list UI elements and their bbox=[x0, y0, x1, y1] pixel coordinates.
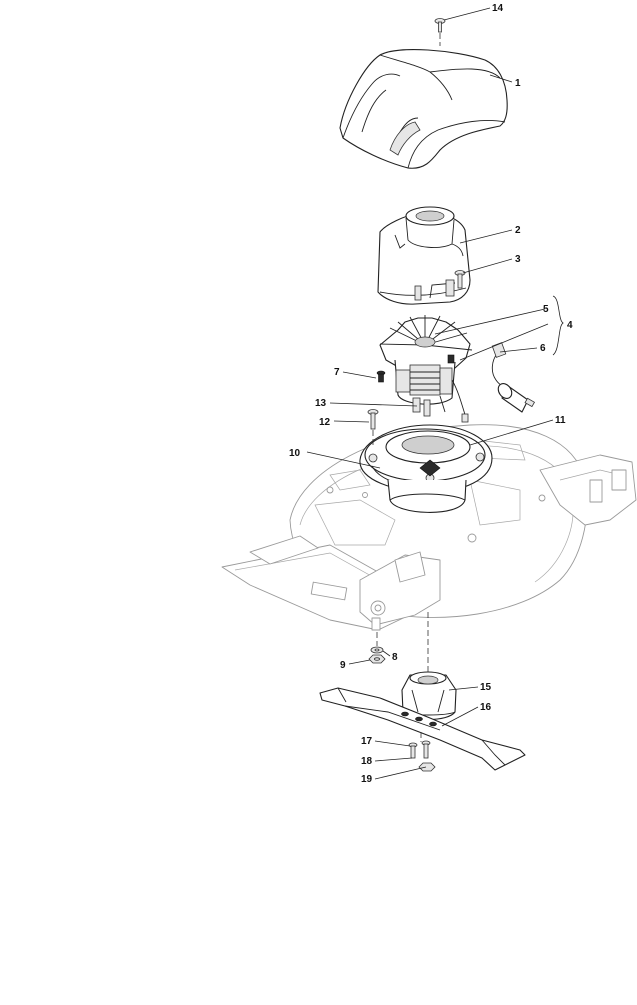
callout-3: 3 bbox=[515, 254, 521, 265]
callout-13: 13 bbox=[315, 398, 327, 409]
callout-16: 16 bbox=[480, 702, 492, 713]
callout-14: 14 bbox=[492, 3, 504, 14]
top-cover bbox=[339, 49, 508, 169]
callout-1: 1 bbox=[515, 78, 521, 89]
washer-nut bbox=[368, 646, 386, 664]
blade bbox=[319, 687, 526, 771]
callout-8: 8 bbox=[392, 652, 398, 663]
callout-5: 5 bbox=[543, 304, 549, 315]
callout-4: 4 bbox=[567, 320, 573, 331]
callout-12: 12 bbox=[319, 417, 331, 428]
callout-labels: 14 1 2 3 5 4 6 7 13 12 11 10 8 9 15 16 1… bbox=[289, 3, 573, 785]
bolt-7 bbox=[376, 370, 386, 383]
callout-15: 15 bbox=[480, 682, 492, 693]
bolt-12 bbox=[367, 409, 379, 430]
motor-housing bbox=[377, 206, 471, 305]
callout-11: 11 bbox=[555, 415, 566, 426]
cover-screw bbox=[434, 18, 446, 33]
callout-9: 9 bbox=[340, 660, 346, 671]
callout-2: 2 bbox=[515, 225, 521, 236]
callout-19: 19 bbox=[361, 774, 373, 785]
callout-10: 10 bbox=[289, 448, 301, 459]
assembly-axis bbox=[372, 33, 441, 742]
callout-18: 18 bbox=[361, 756, 373, 767]
callout-17: 17 bbox=[361, 736, 373, 747]
callout-6: 6 bbox=[540, 343, 546, 354]
motor-flange bbox=[359, 424, 493, 513]
callout-7: 7 bbox=[334, 367, 340, 378]
motor-assembly bbox=[379, 315, 473, 423]
housing-screw bbox=[454, 270, 466, 289]
blade-hub bbox=[401, 671, 457, 721]
capacitor bbox=[491, 342, 536, 413]
leader-lines bbox=[306, 7, 564, 780]
blade-bolts bbox=[408, 740, 436, 772]
